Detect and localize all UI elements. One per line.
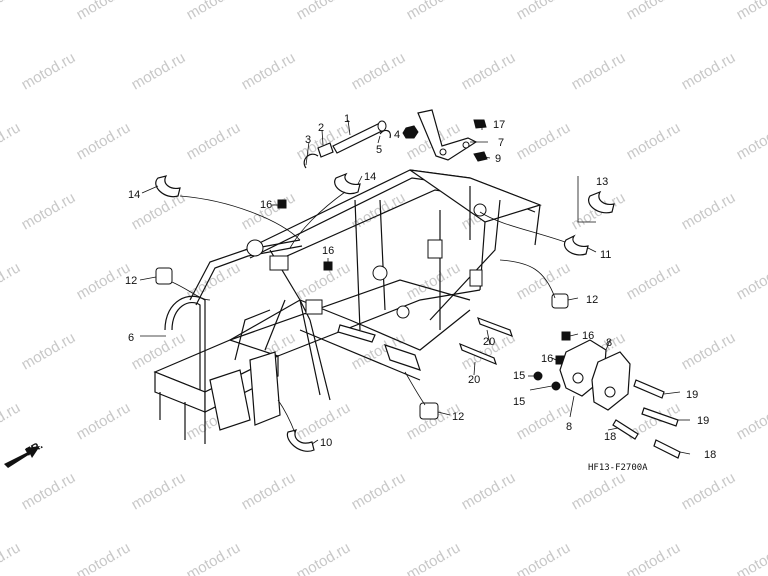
callout-16: 16	[582, 330, 594, 342]
watermark-text: motod.ru	[679, 329, 739, 373]
watermark-text: motod.ru	[74, 399, 134, 443]
drawing-code: HF13-F2700A	[588, 463, 648, 473]
callout-14: 14	[128, 189, 140, 201]
watermark-text: motod.ru	[184, 539, 244, 576]
callout-18: 18	[604, 431, 616, 443]
watermark-text: motod.ru	[129, 49, 189, 93]
watermark-text: motod.ru	[129, 469, 189, 513]
watermark-text: motod.ru	[0, 539, 23, 576]
front-label: FR.	[24, 439, 45, 458]
watermark-text: motod.ru	[404, 539, 464, 576]
watermark-text: motod.ru	[514, 0, 574, 23]
watermark-text: motod.ru	[19, 49, 79, 93]
watermark-text: motod.ru	[74, 0, 134, 23]
watermark-text: motod.ru	[294, 0, 354, 23]
watermark-text: motod.ru	[514, 119, 574, 163]
callout-2: 2	[318, 122, 324, 134]
watermark-text: motod.ru	[514, 539, 574, 576]
watermark-text: motod.ru	[404, 0, 464, 23]
watermark-text: motod.ru	[239, 49, 299, 93]
callout-7: 7	[498, 137, 504, 149]
watermark-text: motod.ru	[734, 259, 768, 303]
watermark-text: motod.ru	[404, 259, 464, 303]
watermark-text: motod.ru	[349, 469, 409, 513]
callout-12: 12	[586, 294, 598, 306]
watermark-text: motod.ru	[734, 119, 768, 163]
watermark-text: motod.ru	[74, 539, 134, 576]
watermark-text: motod.ru	[349, 49, 409, 93]
watermark-text: motod.ru	[734, 0, 768, 23]
watermark-text: motod.ru	[734, 399, 768, 443]
callout-8: 8	[606, 337, 612, 349]
watermark-text: motod.ru	[184, 119, 244, 163]
watermark-text: motod.ru	[294, 539, 354, 576]
watermark-text: motod.ru	[569, 469, 629, 513]
callout-20: 20	[468, 374, 480, 386]
watermark-text: motod.ru	[679, 49, 739, 93]
watermark-text: motod.ru	[184, 0, 244, 23]
callout-20: 20	[483, 336, 495, 348]
watermark-text: motod.ru	[569, 49, 629, 93]
callout-1: 1	[344, 113, 350, 125]
callout-12: 12	[125, 275, 137, 287]
callout-16: 16	[260, 199, 272, 211]
callout-9: 9	[495, 153, 501, 165]
watermark-text: motod.ru	[294, 259, 354, 303]
watermark-text: motod.ru	[239, 189, 299, 233]
watermark-text: motod.ru	[624, 539, 684, 576]
callout-19: 19	[697, 415, 709, 427]
callout-13: 13	[596, 176, 608, 188]
callout-5: 5	[376, 144, 382, 156]
watermark-text: motod.ru	[239, 469, 299, 513]
watermark-text: motod.ru	[734, 539, 768, 576]
watermark-text: motod.ru	[19, 329, 79, 373]
callout-11: 11	[600, 249, 611, 261]
watermark-text: motod.ru	[679, 189, 739, 233]
callout-17: 17	[493, 119, 505, 131]
callout-10: 10	[320, 437, 332, 449]
callout-15: 15	[513, 370, 525, 382]
callout-16: 16	[541, 353, 553, 365]
callout-12: 12	[452, 411, 464, 423]
callout-14: 14	[364, 171, 376, 183]
callout-19: 19	[686, 389, 698, 401]
watermark-text: motod.ru	[624, 259, 684, 303]
callout-16: 16	[322, 245, 334, 257]
watermark-text: motod.ru	[0, 259, 23, 303]
watermark-text: motod.ru	[459, 49, 519, 93]
frame-body	[153, 169, 542, 444]
watermark-text: motod.ru	[0, 399, 23, 443]
watermark-text: motod.ru	[679, 469, 739, 513]
watermark-text: motod.ru	[624, 119, 684, 163]
front-direction-arrow	[4, 446, 40, 468]
watermark-text: motod.ru	[624, 0, 684, 23]
leader-lines	[139, 119, 691, 455]
callout-4: 4	[394, 129, 400, 141]
watermark-text: motod.ru	[19, 189, 79, 233]
callout-6: 6	[128, 332, 134, 344]
watermark-text: motod.ru	[19, 469, 79, 513]
callout-3: 3	[305, 134, 311, 146]
parts-layer	[155, 109, 681, 459]
watermark-text: motod.ru	[0, 119, 23, 163]
watermark-text: motod.ru	[74, 119, 134, 163]
callout-8: 8	[566, 421, 572, 433]
callout-18: 18	[704, 449, 716, 461]
watermark-text: motod.ru	[0, 0, 23, 23]
callout-15: 15	[513, 396, 525, 408]
watermark-text: motod.ru	[459, 469, 519, 513]
